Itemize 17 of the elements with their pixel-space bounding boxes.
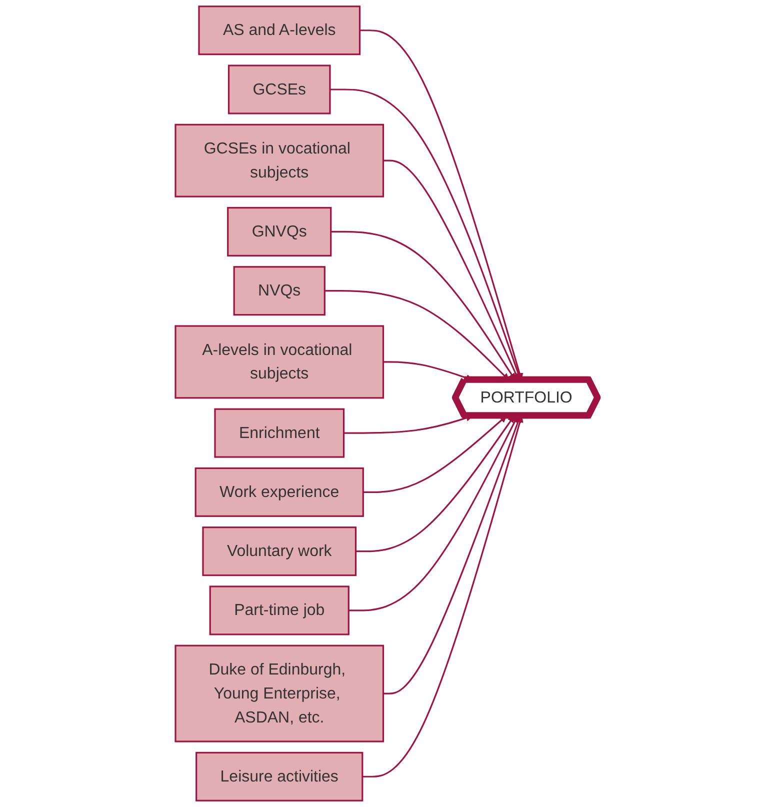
node-box: GNVQs [227, 206, 332, 256]
node-box: Work experience [194, 467, 364, 517]
arrow [383, 160, 520, 380]
node-box: A-levels in vocational subjects [174, 325, 384, 399]
arrow [330, 88, 522, 380]
node-box: Voluntary work [202, 526, 357, 576]
node-box: Duke of Edinburgh, Young Enterprise, ASDAN, etc. [174, 644, 384, 742]
node-box: GCSEs in vocational subjects [174, 124, 384, 198]
node-box: Enrichment [214, 408, 345, 458]
node-box: NVQs [233, 266, 326, 316]
arrow [360, 30, 524, 380]
node-box: Leisure activities [196, 752, 364, 802]
node-box: AS and A-levels [198, 6, 361, 56]
arrow [324, 290, 509, 380]
arrow [330, 230, 516, 380]
node-box: GCSEs [228, 64, 331, 114]
node-box: Part-time job [209, 586, 350, 636]
